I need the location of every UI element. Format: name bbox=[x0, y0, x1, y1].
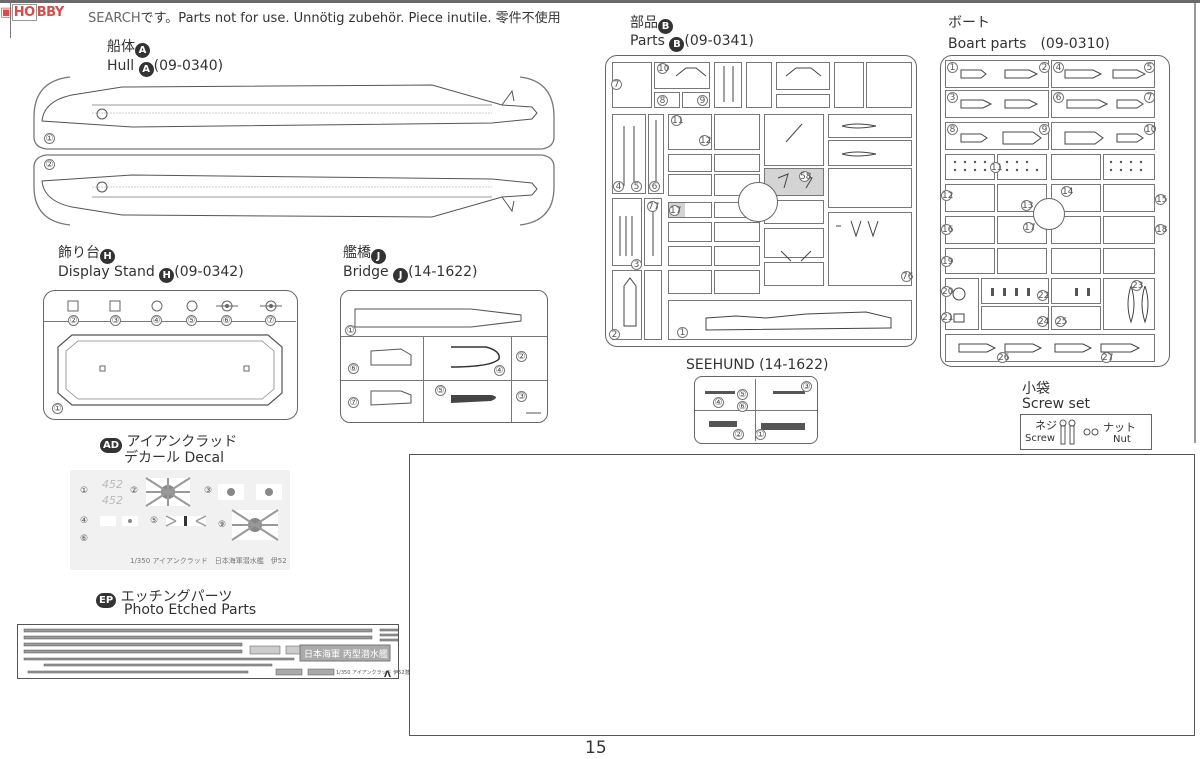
part-label: ② bbox=[44, 159, 55, 170]
hull-number-decal: 452 bbox=[102, 494, 123, 507]
right-rule bbox=[1194, 3, 1196, 443]
pe-title-en: Photo Etched Parts bbox=[124, 602, 257, 618]
part-label: ⑤ bbox=[435, 385, 446, 396]
bridge-drawing bbox=[354, 308, 541, 414]
sprue-gate-circle bbox=[1033, 198, 1065, 230]
unused-parts-notice: SEARCHです。Parts not for use. Unnötig zube… bbox=[88, 11, 561, 26]
screw-set-box: ネジ Screw ナット Nut bbox=[1020, 414, 1152, 450]
part-label: ⑦ bbox=[265, 315, 276, 326]
pe-nameplate: 日本海軍 丙型潜水艦 bbox=[304, 650, 388, 660]
svg-text:Λ: Λ bbox=[384, 670, 391, 680]
parts-b-drawing bbox=[619, 66, 892, 331]
hull-drawing bbox=[33, 76, 555, 226]
seehund-drawing bbox=[705, 391, 805, 430]
part-label: ① bbox=[44, 133, 55, 144]
nut-icon bbox=[1083, 428, 1099, 436]
part-label: ② bbox=[68, 315, 79, 326]
bridge-sprue: ① ② ③ ④ ⑤ ⑥ ⑦ bbox=[340, 290, 548, 423]
part-label: ① bbox=[345, 325, 356, 336]
part-label: ② bbox=[516, 351, 527, 362]
pe-parts-drawing: Λ bbox=[23, 628, 399, 680]
sprue-gate-circle bbox=[738, 182, 778, 222]
boat-drawing bbox=[952, 69, 1149, 353]
decal-sheet: ① 452 452 ② ③ ④ ⑤ ⑨ ⑥ 1/350 アイアンクラッド 日本海… bbox=[70, 470, 290, 570]
seehund-sprue: ④ ⑤ ⑥ ③ ② ① bbox=[694, 376, 818, 444]
decal-title-jp: AD アイアンクラッド bbox=[100, 431, 237, 453]
parts-b-title-en: Parts B(09-0341) bbox=[630, 33, 754, 52]
decal-title-en: デカール Decal bbox=[124, 450, 225, 466]
bridge-title-en: Bridge J(14-1622) bbox=[343, 264, 478, 283]
pe-title-jp: EP エッチングパーツ bbox=[96, 586, 232, 608]
hull-number-decal: 452 bbox=[102, 478, 123, 491]
page-number: 15 bbox=[585, 738, 607, 758]
stand-sprue: ② ③ ④ ⑤ ⑥ ⑦ ① bbox=[43, 290, 298, 420]
seehund-title: SEEHUND (14-1622) bbox=[686, 357, 829, 373]
part-label: ③ bbox=[516, 391, 527, 402]
part-label: ④ bbox=[151, 315, 162, 326]
stand-title-en: Display Stand H(09-0342) bbox=[58, 264, 244, 283]
screw-title-en: Screw set bbox=[1022, 396, 1090, 412]
left-rule bbox=[10, 3, 11, 38]
hull-sprue: ① ② bbox=[32, 76, 557, 227]
part-label: ③ bbox=[110, 315, 121, 326]
part-label: ④ bbox=[494, 365, 505, 376]
part-label: ⑥ bbox=[221, 315, 232, 326]
part-label: ⑦ bbox=[348, 397, 359, 408]
stand-drawing bbox=[57, 300, 283, 406]
top-rule bbox=[0, 0, 1200, 3]
parts-b-labels: 7 8 9 10 11 12 4 5 6 3 2 1 17 58 76 77 bbox=[605, 55, 917, 347]
boat-sprue: 1 2 4 5 3 6 7 8 9 10 11 12 13 14 15 16 1… bbox=[940, 55, 1170, 367]
hull-title-en: Hull A(09-0340) bbox=[107, 58, 224, 77]
part-label: ⑤ bbox=[186, 315, 197, 326]
part-label: ⑥ bbox=[348, 363, 359, 374]
screw-title-jp: 小袋 bbox=[1022, 381, 1050, 397]
rising-sun-flags bbox=[122, 477, 282, 541]
pe-fret: Λ 日本海軍 丙型潜水艦 1/350 アイアンクラッド 伊52潜 bbox=[17, 624, 410, 680]
decal-caption: 1/350 アイアンクラッド 日本海軍潜水艦 伊52 bbox=[130, 557, 287, 565]
blank-panel bbox=[409, 454, 1195, 736]
part-label: ① bbox=[52, 403, 63, 414]
boat-title-en: Boart parts (09-0310) bbox=[948, 36, 1110, 52]
flame-icon: ▣ bbox=[0, 5, 12, 20]
boat-title-jp: ボート bbox=[948, 15, 990, 31]
screw-icon bbox=[1059, 419, 1099, 445]
parts-b-sprue bbox=[605, 55, 917, 347]
